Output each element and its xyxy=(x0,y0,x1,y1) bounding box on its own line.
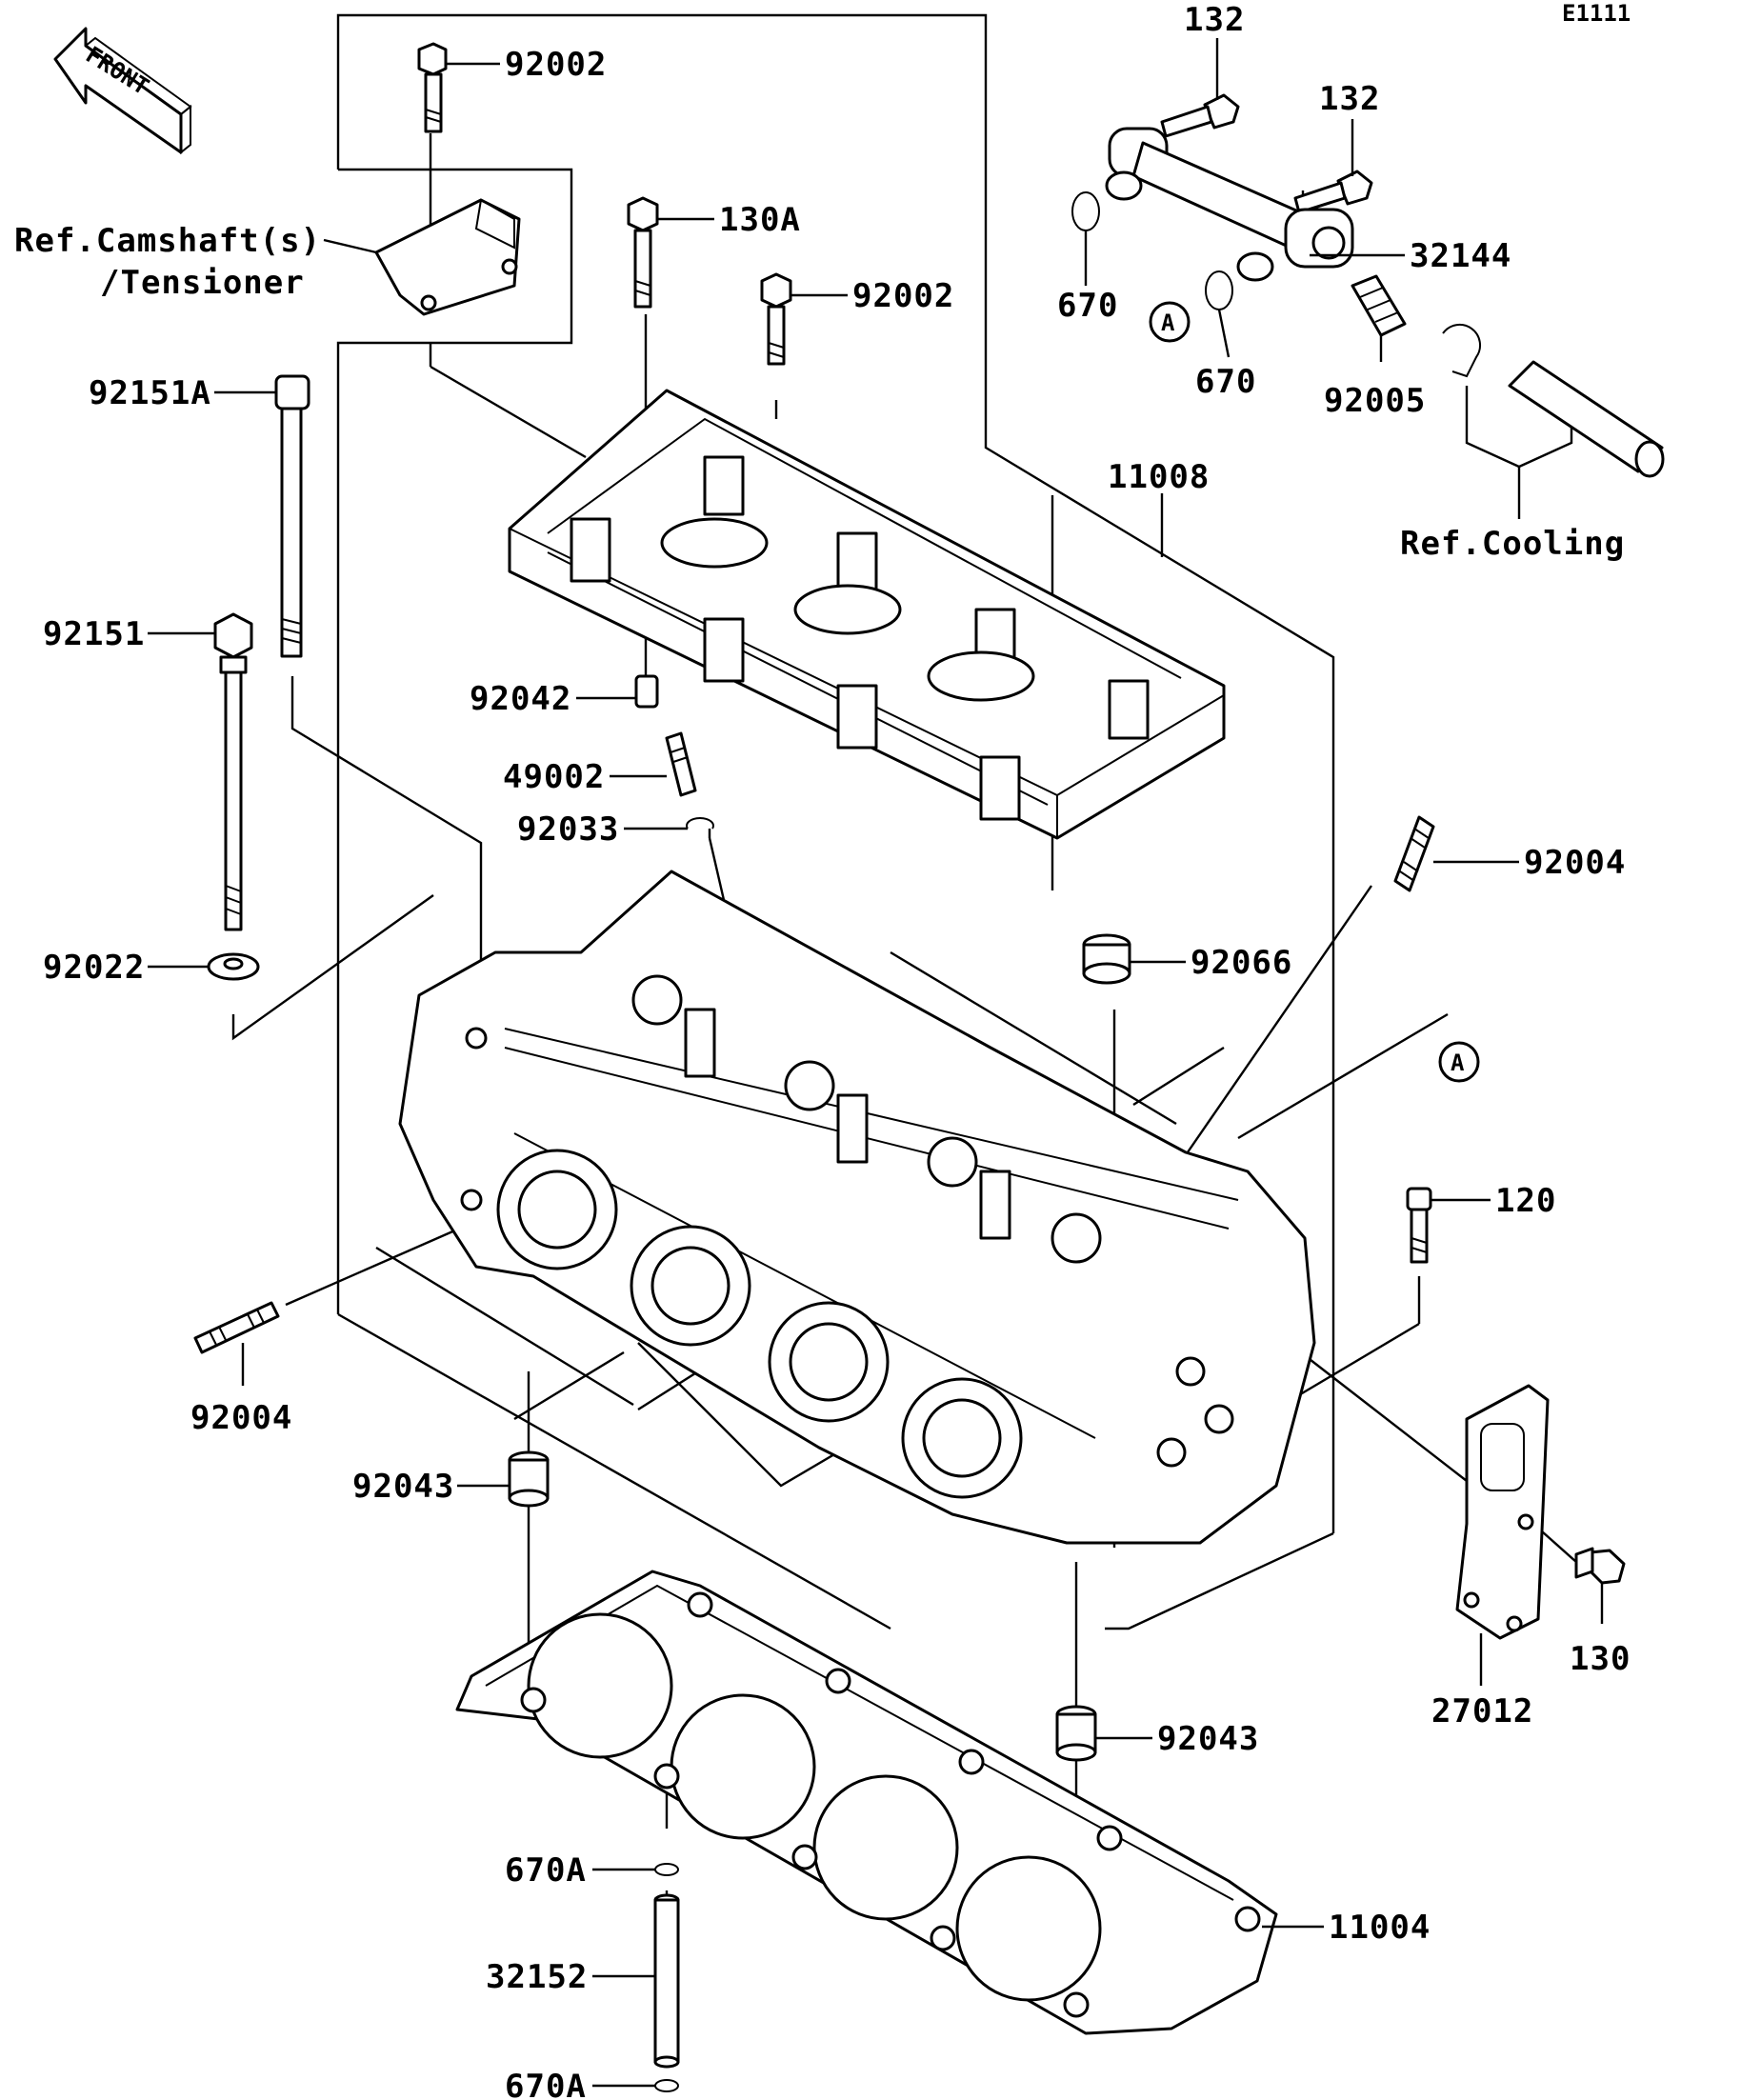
hose-clamp xyxy=(1442,324,1481,378)
label-92042: 92042 xyxy=(470,680,571,718)
label-670A-top: 670A xyxy=(505,1851,587,1890)
label-27012: 27012 xyxy=(1431,1692,1533,1730)
label-132-a: 132 xyxy=(1184,1,1245,39)
oring-670-b xyxy=(1205,270,1233,310)
callout-a-top-label: A xyxy=(1161,310,1175,336)
plug-92066 xyxy=(1082,933,1131,985)
label-670-a: 670 xyxy=(1057,287,1118,325)
bolt-130 xyxy=(1574,1547,1626,1585)
label-49002: 49002 xyxy=(503,758,605,796)
coolant-hose xyxy=(1508,360,1665,478)
callout-a-top: A xyxy=(1149,301,1191,343)
fitting-92005 xyxy=(1351,274,1407,337)
part-labels: 92002 130A 92002 Ref.Camshaft(s) /Tensio… xyxy=(14,1,1631,2100)
dowel-92043-right xyxy=(1055,1705,1097,1762)
bolt-130A xyxy=(627,196,659,309)
label-92151: 92151 xyxy=(43,615,145,653)
oring-670A-top xyxy=(654,1863,679,1876)
bolt-92151 xyxy=(213,612,253,931)
bolt-132-b xyxy=(1293,170,1373,214)
stud-92004-left xyxy=(193,1301,280,1354)
label-ref-cooling: Ref.Cooling xyxy=(1400,525,1625,563)
bolt-92002-top xyxy=(417,42,448,133)
label-130: 130 xyxy=(1570,1640,1631,1678)
label-92002-mid: 92002 xyxy=(852,277,954,315)
bolt-132-a xyxy=(1160,93,1240,138)
label-92151A: 92151A xyxy=(89,374,211,412)
label-92002-top: 92002 xyxy=(505,46,607,84)
label-92066: 92066 xyxy=(1191,944,1292,982)
label-132-b: 132 xyxy=(1319,80,1380,118)
dowel-92043-left xyxy=(508,1450,550,1508)
label-120: 120 xyxy=(1495,1182,1556,1220)
label-92043-left: 92043 xyxy=(352,1468,454,1506)
label-ref-camshaft-line1: Ref.Camshaft(s) xyxy=(14,222,321,260)
bolt-120 xyxy=(1406,1187,1432,1264)
label-92004-right: 92004 xyxy=(1524,844,1626,882)
diagram-code: E1111 xyxy=(1562,0,1631,27)
pin-49002 xyxy=(665,731,697,797)
label-92005: 92005 xyxy=(1324,382,1426,420)
camshaft-cap-11008 xyxy=(508,389,1226,840)
bracket-27012 xyxy=(1455,1384,1550,1640)
stud-92004-right xyxy=(1393,815,1435,892)
label-670A-bottom: 670A xyxy=(505,2068,587,2100)
label-32144: 32144 xyxy=(1410,237,1511,275)
oring-670-a xyxy=(1071,191,1100,231)
callout-a-head-label: A xyxy=(1451,1050,1465,1076)
label-11008: 11008 xyxy=(1108,458,1210,496)
camshaft-tensioner-bracket xyxy=(374,198,521,316)
circlip-92033 xyxy=(686,817,714,830)
label-130A: 130A xyxy=(719,201,801,239)
dowel-92042 xyxy=(634,674,659,709)
pipe-32144 xyxy=(1105,127,1354,282)
label-11004: 11004 xyxy=(1329,1909,1431,1947)
callout-a-head: A xyxy=(1438,1041,1480,1083)
label-32152: 32152 xyxy=(486,1958,588,1996)
label-92022: 92022 xyxy=(43,949,145,987)
bolt-92151A xyxy=(274,374,310,658)
bolt-92002-mid xyxy=(760,272,792,366)
label-670-b: 670 xyxy=(1195,363,1256,401)
label-92033: 92033 xyxy=(517,810,619,849)
label-ref-camshaft-line2: /Tensioner xyxy=(100,264,305,302)
head-gasket-11004 xyxy=(455,1570,1278,2035)
cylinder-head xyxy=(398,870,1316,1545)
oring-670A-bottom xyxy=(654,2079,679,2092)
label-92043-right: 92043 xyxy=(1157,1720,1259,1758)
washer-92022 xyxy=(207,952,260,981)
front-arrow-icon: FRONT xyxy=(53,27,192,155)
tube-32152 xyxy=(653,1893,680,2069)
label-92004-left: 92004 xyxy=(190,1399,292,1437)
